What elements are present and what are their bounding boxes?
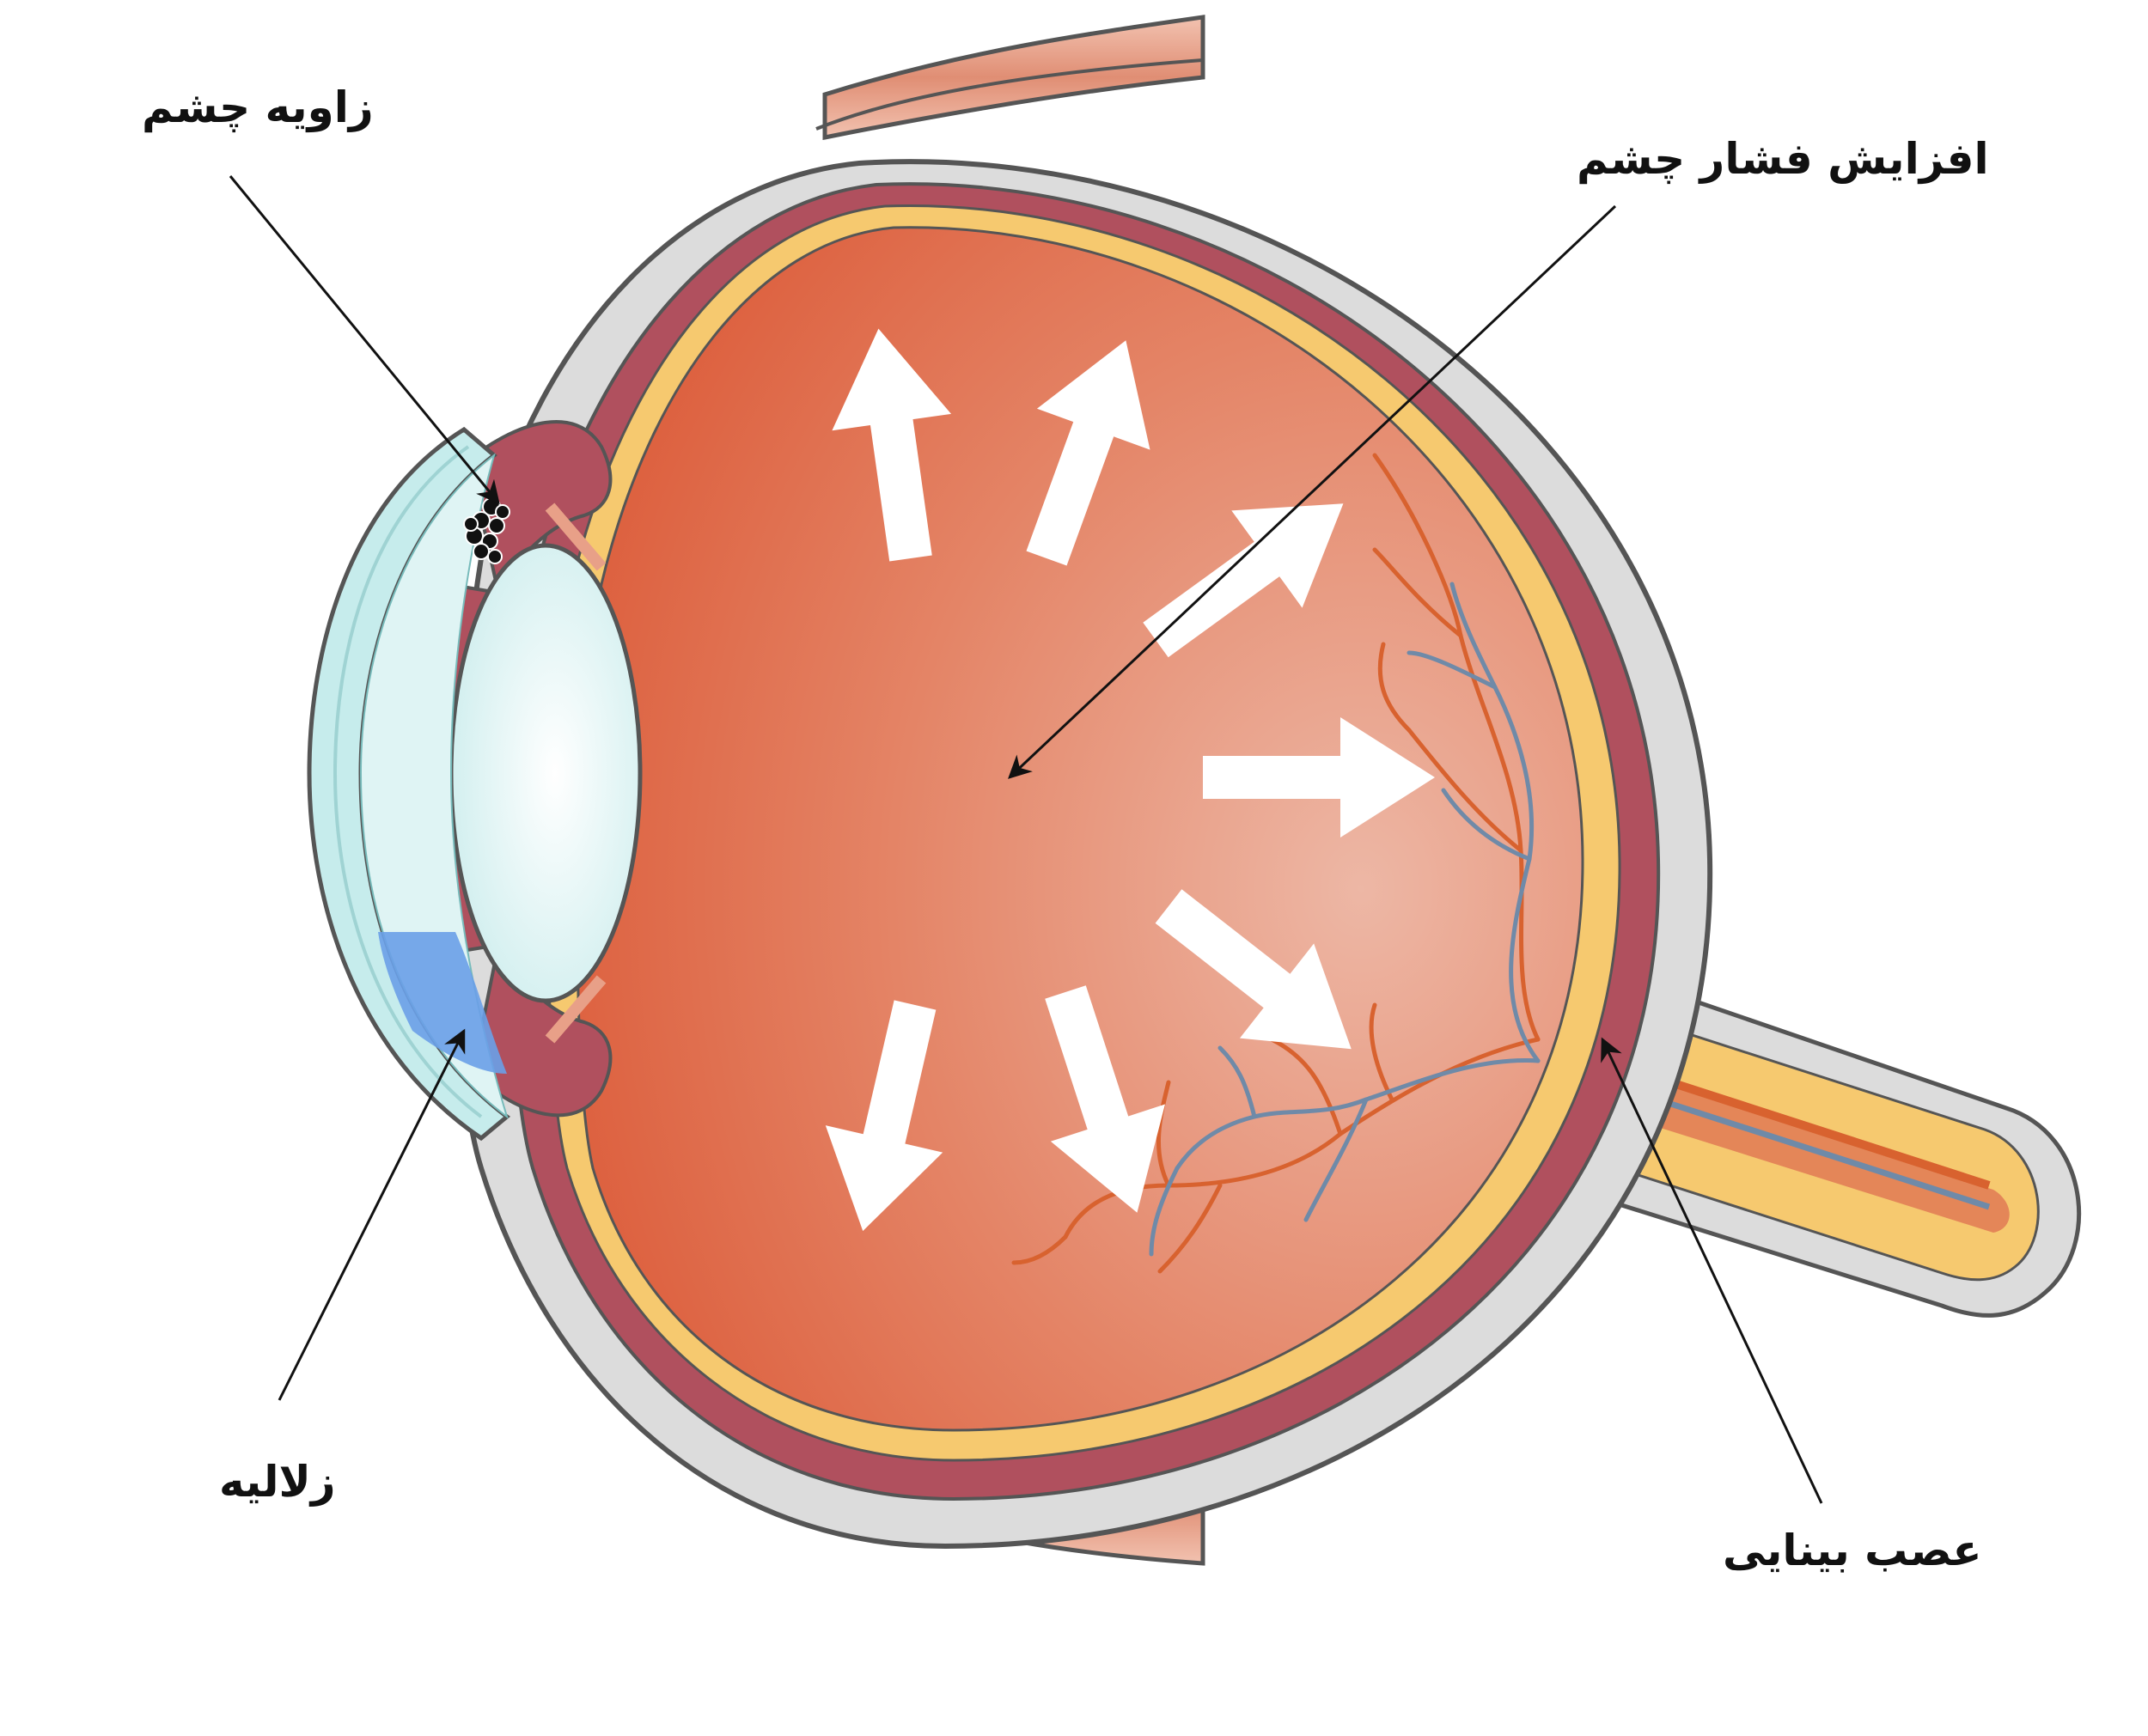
leader-arrow-icon (1008, 204, 1617, 779)
leader-lines (229, 175, 1823, 1504)
aqueous-humor (378, 932, 507, 1074)
outward-arrow-icon (1155, 889, 1352, 1050)
trabecular-meshwork (463, 497, 510, 564)
leader-arrow-icon (1601, 1037, 1823, 1504)
label-angle: زاویه چشم (142, 82, 374, 132)
label-pressure: افزایش فشار چشم (1577, 134, 1989, 184)
outward-arrow-icon (1026, 340, 1150, 566)
outward-arrow-icon (1203, 717, 1435, 838)
pressure-arrows (825, 328, 1435, 1232)
outward-arrow-icon (825, 1000, 943, 1232)
cornea (307, 426, 511, 1142)
leader-arrow-icon (278, 1028, 466, 1401)
outward-arrow-icon (1143, 503, 1344, 658)
upper-muscle (815, 15, 1205, 141)
outward-arrow-icon (832, 328, 952, 562)
lens (449, 543, 643, 1003)
leader-arrow-icon (229, 175, 500, 505)
label-aqueous: زلالیه (219, 1457, 336, 1507)
outward-arrow-icon (1045, 985, 1166, 1213)
retinal-vessels (1011, 453, 1541, 1274)
label-optic-nerve: عصب بینایی (1723, 1526, 1982, 1575)
